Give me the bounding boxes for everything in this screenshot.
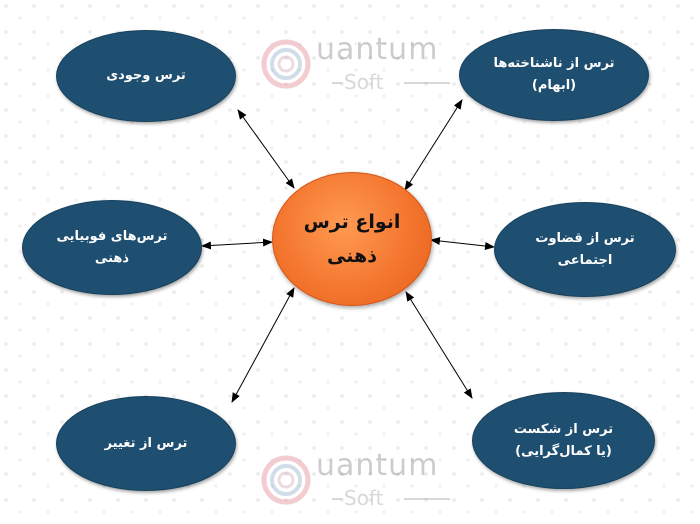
- arrow-existential: [237, 109, 295, 189]
- quantum-logo-icon: [261, 455, 311, 505]
- node-label: ترس از ناشناخته‌ها (ابهام): [493, 56, 615, 93]
- node-label: ترس از شکست (یا کمال‌گرایی): [513, 421, 614, 459]
- central-node-mental-fear-types: انواع ترس ذهنی: [272, 172, 432, 306]
- quantum-logo-icon: [261, 39, 311, 89]
- logo-word: uantum: [316, 448, 439, 483]
- logo-sub: Soft: [344, 70, 384, 94]
- node-existential-fear: ترس وجودی: [56, 30, 236, 122]
- node-label: ترس‌های فوبیایی ذهنی: [56, 228, 168, 266]
- logo-word: uantum: [316, 32, 439, 67]
- node-label: ترس از تغییر: [104, 435, 188, 451]
- arrow-unknown: [404, 99, 463, 191]
- arrow-failure: [405, 291, 473, 399]
- arrow-phobias: [201, 238, 273, 250]
- node-fear-of-failure: ترس از شکست (یا کمال‌گرایی): [472, 392, 655, 489]
- center-label: انواع ترس ذهنی: [303, 211, 401, 267]
- node-phobic-fears: ترس‌های فوبیایی ذهنی: [22, 200, 202, 295]
- node-label: ترس وجودی: [106, 68, 186, 83]
- node-label: ترس از قضاوت اجتماعی: [535, 230, 635, 268]
- node-fear-of-unknown: ترس از ناشناخته‌ها (ابهام): [459, 29, 649, 121]
- logo-sub: Soft: [344, 486, 384, 510]
- quantum-soft-logo-top: uantum Soft: [258, 30, 458, 100]
- node-fear-of-change: ترس از تغییر: [56, 396, 236, 491]
- arrow-change: [231, 287, 295, 403]
- quantum-soft-logo-bottom: uantum Soft: [258, 446, 458, 516]
- arrow-judgment: [430, 237, 495, 250]
- node-fear-of-judgment: ترس از قضاوت اجتماعی: [494, 202, 676, 297]
